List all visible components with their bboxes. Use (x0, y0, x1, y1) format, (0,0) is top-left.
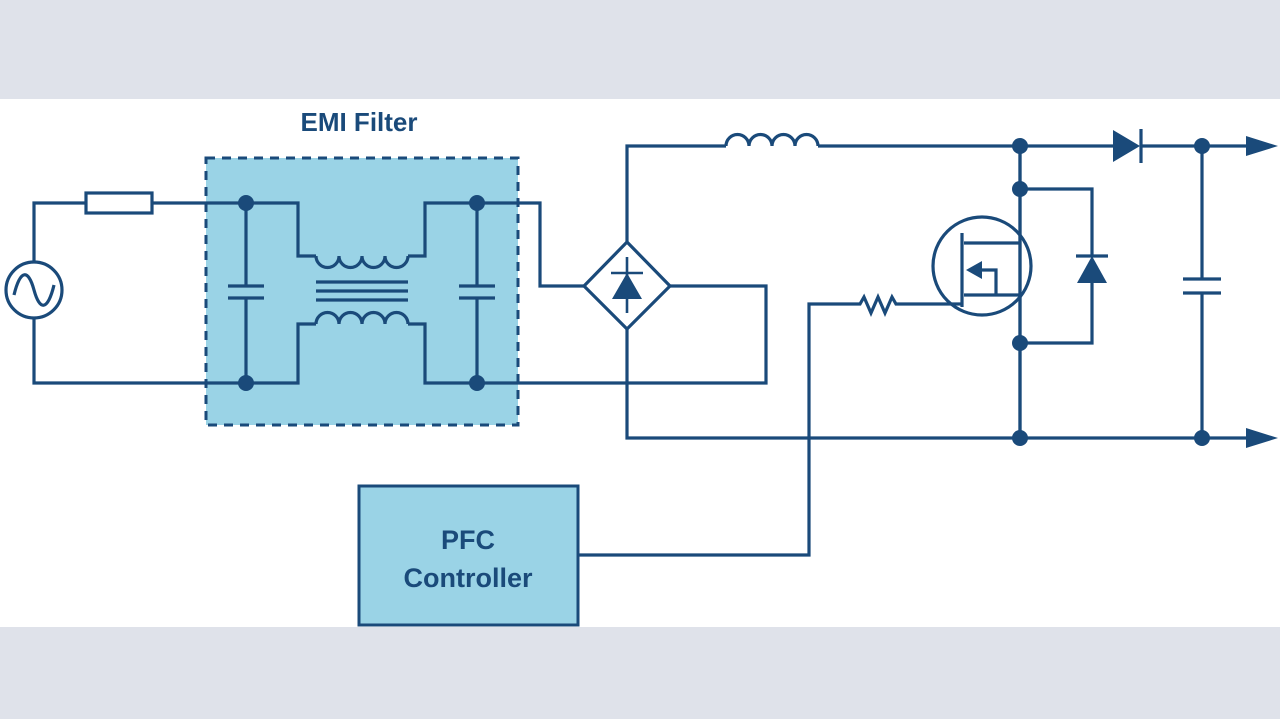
junction-node (1194, 430, 1210, 446)
wire-input-top (32, 201, 86, 262)
bottom-frame-band (0, 627, 1280, 719)
junction-node (1012, 430, 1028, 446)
junction-node (1194, 138, 1210, 154)
pfc-controller-block (357, 484, 580, 627)
gate-resistor-icon (855, 293, 900, 317)
bridge-rectifier-icon (581, 239, 673, 332)
wire-return-bus (625, 329, 1250, 440)
input-resistor-icon (84, 191, 154, 215)
pfc-controller-label-line1: PFC (441, 525, 495, 555)
wire-filter-to-bridge-bottom (477, 284, 768, 385)
junction-node (238, 195, 254, 211)
boost-inductor-icon (724, 132, 820, 147)
body-diode-icon (1020, 187, 1108, 345)
boost-diode-icon (1113, 129, 1143, 163)
common-mode-choke-icon (246, 201, 477, 385)
wire-input-bottom (32, 318, 246, 385)
output-capacitor-icon (1183, 146, 1221, 438)
wire-filter-to-bridge-top (477, 201, 584, 288)
output-positive-arrow-icon (1246, 136, 1278, 156)
junction-node (1012, 181, 1028, 197)
x-cap-output-icon (459, 203, 495, 383)
emi-filter-label: EMI Filter (300, 107, 417, 137)
pfc-controller-label-line2: Controller (403, 563, 532, 593)
top-frame-band (0, 0, 1280, 99)
junction-node (238, 375, 254, 391)
junction-node (1012, 138, 1028, 154)
x-cap-input-icon (228, 203, 264, 383)
wire-controller-to-gate (578, 302, 855, 557)
junction-node (1012, 335, 1028, 351)
wire-bridge-positive (625, 144, 726, 242)
ac-source-icon (4, 260, 64, 320)
output-negative-arrow-icon (1246, 428, 1278, 448)
